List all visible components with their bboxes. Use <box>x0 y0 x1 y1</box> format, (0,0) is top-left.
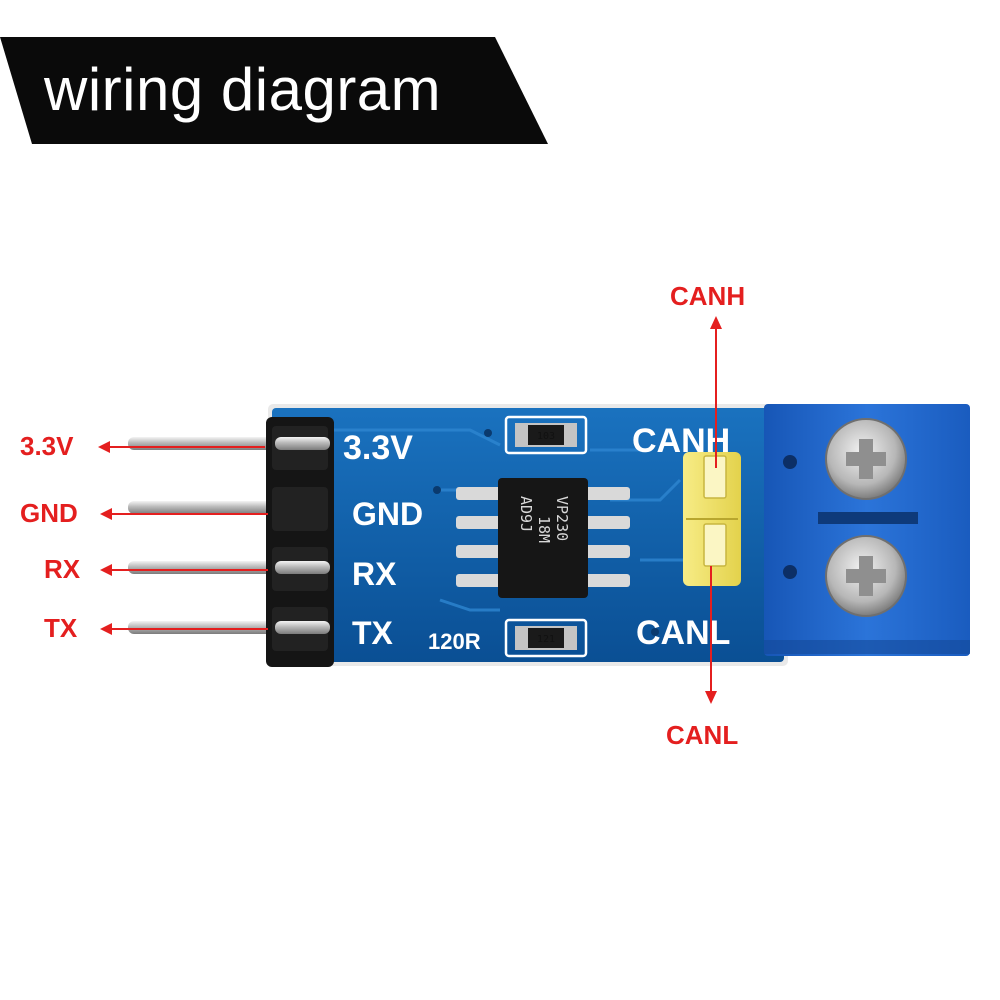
silk-label-canl: CANL <box>636 614 730 652</box>
ic-marking-3: AD9J <box>517 496 535 532</box>
ic-chip: VP230 18M AD9J <box>456 478 630 598</box>
silk-label-rx: RX <box>352 556 397 592</box>
callout-gnd: GND <box>20 498 78 528</box>
callout-rx: RX <box>44 554 81 584</box>
silk-label-tx: TX <box>352 615 394 651</box>
smd-resistor-top: 103 <box>504 415 588 455</box>
smd-resistor-bottom: 121 <box>504 618 588 658</box>
smd-top-code: 103 <box>537 431 555 442</box>
callout-arrows-left <box>98 441 268 635</box>
silk-label-3v3: 3.3V <box>343 429 413 467</box>
title-banner <box>0 37 548 144</box>
callout-tx: TX <box>44 613 78 643</box>
callout-canh: CANH <box>670 281 746 311</box>
callout-3v3: 3.3V <box>20 431 74 461</box>
callout-arrows-right <box>705 316 722 704</box>
smd-bottom-code: 121 <box>537 634 555 645</box>
ic-marking-1: VP230 <box>553 496 571 541</box>
silk-label-resistor: 120R <box>428 629 481 654</box>
callout-canl: CANL <box>666 720 739 750</box>
silk-label-gnd: GND <box>352 496 423 532</box>
jumper-header <box>683 452 741 586</box>
screw-terminal <box>764 404 970 656</box>
page-title: wiring diagram <box>44 56 442 123</box>
ic-marking-2: 18M <box>535 516 553 543</box>
header-housing <box>266 417 334 667</box>
